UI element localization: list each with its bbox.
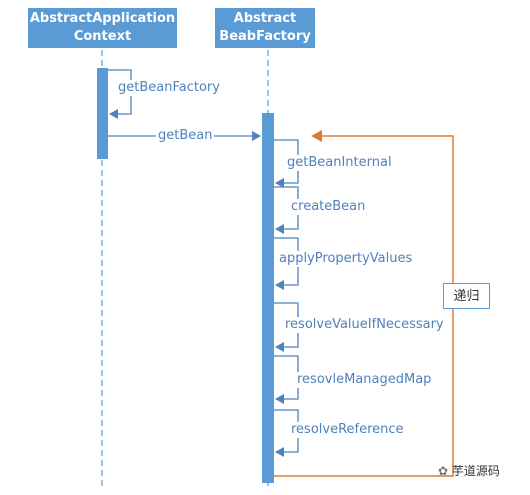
wechat-icon: ✿	[438, 464, 449, 478]
watermark: ✿ 芋道源码	[438, 462, 500, 479]
get-bean-internal-label: getBeanInternal	[285, 155, 394, 171]
get-bean-factory-label: getBeanFactory	[116, 80, 222, 96]
abstract-beab-factory-lifeline: Abstract BeabFactory	[215, 8, 315, 48]
factory-title-line1: Abstract	[233, 11, 297, 26]
create-bean-label: createBean	[289, 199, 368, 215]
factory-activation-bar	[262, 113, 274, 483]
context-title-line1: AbstractApplication	[29, 11, 176, 26]
recursion-label: 递归	[443, 283, 490, 309]
resovle-managed-map-label: resovleManagedMap	[295, 372, 434, 388]
watermark-text: 芋道源码	[451, 464, 500, 478]
apply-property-values-label: applyPropertyValues	[277, 251, 415, 267]
get-bean-label: getBean	[156, 128, 215, 144]
resolve-reference-label: resolveReference	[289, 422, 406, 438]
resolve-value-if-necessary-label: resolveValueIfNecessary	[283, 317, 446, 333]
context-activation-bar	[97, 68, 108, 159]
factory-title-line2: BeabFactory	[219, 29, 311, 44]
context-title-line2: Context	[73, 29, 132, 44]
abstract-application-context-lifeline: AbstractApplication Context	[28, 8, 177, 48]
